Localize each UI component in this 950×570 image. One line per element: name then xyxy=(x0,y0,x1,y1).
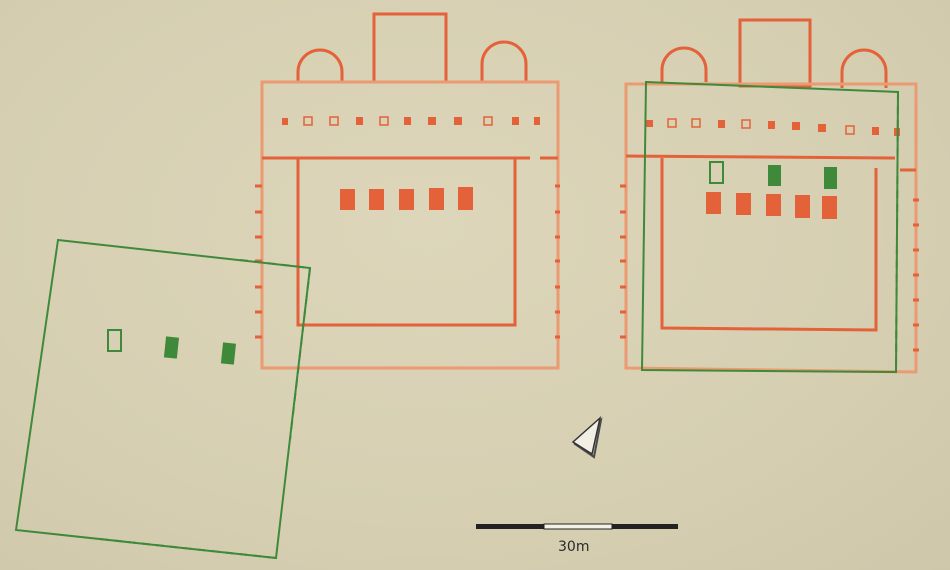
left-column-marker xyxy=(379,116,389,126)
left-column-marker xyxy=(356,117,363,125)
green-enclosure-right xyxy=(640,80,900,374)
right-central-tower xyxy=(738,18,812,88)
left-column-marker xyxy=(303,116,313,126)
right-red-block xyxy=(736,193,751,215)
left-east-wall-ticks xyxy=(555,184,560,339)
left-central-tower xyxy=(372,12,448,84)
right-apse-west xyxy=(660,46,708,82)
right-column-marker xyxy=(792,122,800,130)
left-inner-courtyard xyxy=(296,158,517,327)
left-apse-west xyxy=(296,48,344,82)
right-column-marker xyxy=(646,120,653,127)
right-inner-courtyard xyxy=(660,158,878,332)
right-column-marker xyxy=(872,127,879,135)
right-red-block xyxy=(822,196,837,219)
north-arrow-face xyxy=(571,415,602,456)
left-red-blocks xyxy=(340,187,473,210)
left-west-wall-ticks xyxy=(255,184,262,339)
green-left-blocks xyxy=(107,329,237,365)
left-apse-east xyxy=(480,40,528,82)
left-red-block xyxy=(369,189,384,210)
left-red-block xyxy=(399,189,414,210)
right-hall-divider xyxy=(625,154,896,160)
left-red-block xyxy=(429,188,444,210)
green-filled-block xyxy=(163,336,180,359)
green-enclosure-left xyxy=(14,238,312,560)
right-apse-east xyxy=(840,48,888,88)
orange-building-left xyxy=(260,12,560,370)
green-overlay-dashed xyxy=(895,91,899,373)
left-column-marker xyxy=(404,117,411,125)
scale-bar-segment-left xyxy=(476,524,544,529)
green-outline-block xyxy=(709,161,724,184)
scale-bar-label: 30m xyxy=(558,539,589,555)
right-column-marker xyxy=(818,124,826,132)
green-filled-block xyxy=(824,167,837,189)
left-column-marker xyxy=(454,117,462,125)
scale-bar-segment-right xyxy=(612,524,678,529)
left-red-block xyxy=(458,187,473,210)
right-column-marker xyxy=(667,118,677,128)
right-column-marker xyxy=(691,118,701,128)
orange-building-right xyxy=(624,18,918,374)
right-column-marker xyxy=(741,119,751,129)
green-filled-block xyxy=(768,165,781,186)
right-colonnade-row xyxy=(646,118,900,136)
green-filled-block xyxy=(220,342,237,365)
green-dashed-east xyxy=(289,267,311,441)
green-dashed-south xyxy=(99,538,277,559)
green-dashed-north xyxy=(239,259,311,269)
right-red-block xyxy=(795,195,810,218)
right-column-marker xyxy=(718,120,725,128)
right-red-block xyxy=(706,192,721,214)
right-column-marker xyxy=(768,121,775,129)
left-column-marker xyxy=(329,116,339,126)
left-red-block xyxy=(340,189,355,210)
left-column-marker xyxy=(483,116,493,126)
left-colonnade-row xyxy=(282,116,540,126)
north-arrow-icon xyxy=(571,415,603,459)
green-right-blocks xyxy=(709,161,837,189)
left-column-marker xyxy=(534,117,540,125)
right-east-wall-ticks xyxy=(913,198,919,352)
scale-bar-segment-middle xyxy=(543,523,613,530)
green-outline-block xyxy=(107,329,122,352)
right-west-wall-ticks xyxy=(620,184,626,339)
left-column-marker xyxy=(512,117,519,125)
left-column-marker xyxy=(428,117,436,125)
green-enclosure-outline xyxy=(14,238,312,560)
right-red-block xyxy=(766,194,781,216)
right-column-marker xyxy=(845,125,855,135)
left-column-marker xyxy=(282,118,288,125)
right-red-blocks xyxy=(706,192,837,219)
scale-bar: 30m xyxy=(476,523,678,555)
